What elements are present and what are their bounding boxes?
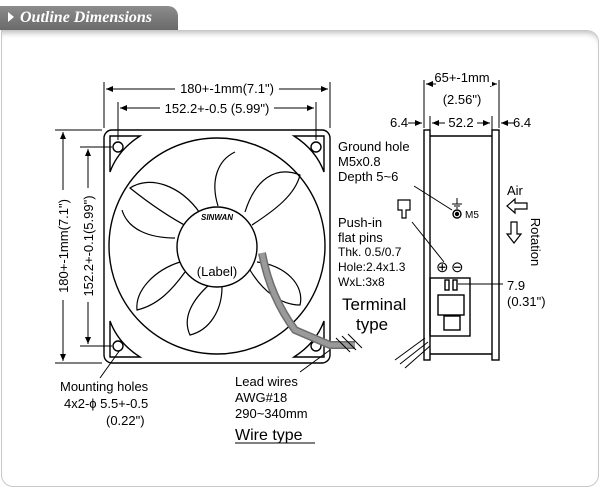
air-label: Air [507,183,524,198]
side-flange-back [491,129,500,361]
fan-front-view [103,129,363,364]
lead-wires-gauge: AWG#18 [235,390,287,405]
ground-hole-title: Ground hole [338,139,410,154]
wire-type-caption: Wire type [235,427,303,444]
mounting-holes-inch: (0.22") [106,413,145,428]
flange-left-label: 6.4 [390,115,408,130]
hub-label: (Label) [197,264,237,279]
wire-ends [335,333,363,353]
leader-mounting-holes [99,349,121,379]
pin-offset-inch-label: (0.31") [507,294,546,309]
mounting-hole-tr [310,141,322,153]
flat-pin-icon [397,199,411,219]
terminal-box [429,277,471,337]
terminal-pin-plus [444,279,450,291]
air-arrow-icon [506,197,528,215]
pins-thickness: Thk. 0.5/0.7 [338,245,402,259]
mounting-holes-title: Mounting holes [60,379,149,394]
mounting-hole-bl [112,340,124,352]
lead-wires-length: 290~340mm [235,406,308,421]
lead-wires-title: Lead wires [235,374,298,389]
pins-wxl: WxL:3x8 [338,275,385,289]
ground-hole-thread: M5x0.8 [338,154,381,169]
terminal-caption-2: type [356,315,388,334]
ground-hole-depth: Depth 5~6 [338,169,398,184]
terminal-caption-1: Terminal [342,295,406,314]
pin-offset-label: 7.9 [507,278,525,293]
side-flange-front [423,129,431,361]
push-in-pins-title-2: flat pins [338,230,383,245]
push-in-pins-title-1: Push-in [338,215,382,230]
fan-shroud [108,137,326,355]
ground-hole-icon [452,209,462,219]
overall-width-label: 180+-1mm(7.1") [180,81,274,96]
hub-logo: SINWAN [201,213,233,222]
leader-push-in-pins [411,221,445,263]
fan-blades [121,151,302,336]
fan-hub [176,206,258,288]
leader-ground-hole [413,185,453,211]
pins-hole: Hole:2.4x1.3 [338,260,406,274]
pin-plus-icon: ⊕ [436,259,449,276]
side-lead-wires [394,337,431,369]
pin-minus-icon: ⊖ [451,259,464,276]
corner-tab-tr [291,135,325,173]
inner-depth-label: 52.2 [448,115,473,130]
section-header-tab: Outline Dimensions [0,6,178,30]
hole-height-label: 152.2+-0.1(5.99") [81,195,96,296]
mounting-holes-spec: 4x2-ϕ 5.5+-0.5 [64,396,148,411]
depth-label: 65+-1mm [434,70,489,85]
corner-tab-tl [109,135,143,173]
mounting-hole-tl [112,141,124,153]
caret-right-icon [8,12,14,22]
hole-width-label: 152.2+-0.5 (5.99") [165,101,270,116]
fan-side-view [394,129,500,369]
section-title: Outline Dimensions [20,9,153,26]
corner-tab-bl [109,320,143,358]
rotation-label: Rotation [528,218,543,266]
terminal-pin-minus [452,279,458,291]
fan-frame [103,129,331,364]
rotation-arrow-icon [505,221,523,244]
ground-symbol-icon [452,198,462,209]
overall-height-label: 180+-1mm(7.1") [56,199,71,293]
depth-inch-label: (2.56") [443,92,482,107]
ground-marker-label: M5 [465,210,479,221]
leader-lead-wires [299,349,331,373]
flange-right-label: 6.4 [513,115,531,130]
